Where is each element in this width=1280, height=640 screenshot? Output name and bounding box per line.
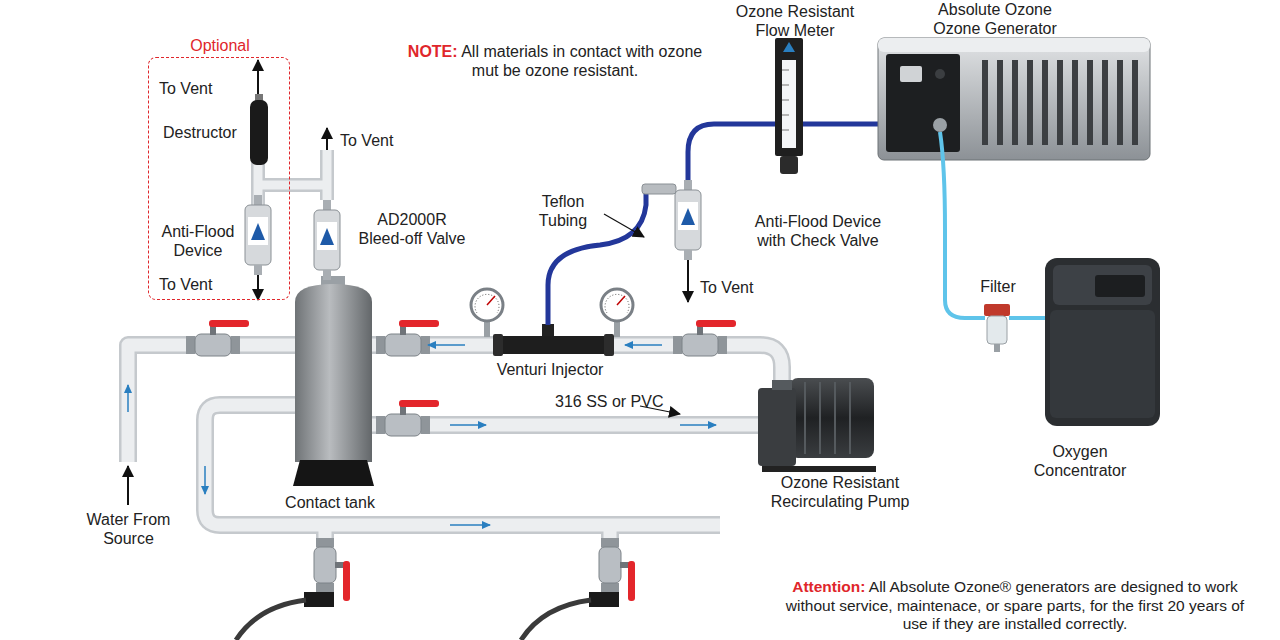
material-label: 316 SS or PVC [555, 392, 675, 411]
oxygen-tubing [940, 132, 1046, 318]
part-label: Destructor [163, 123, 253, 142]
part-label: Absolute Ozone Ozone Generator [920, 0, 1070, 38]
recirculating-pump [758, 378, 876, 472]
part-label: Anti-Flood Device with Check Valve [743, 212, 893, 250]
part-label: Venturi Injector [475, 360, 625, 379]
note-heading: Attention: [792, 578, 865, 595]
vent-arrow [128, 60, 688, 505]
venturi-injector [493, 324, 614, 356]
note-text: NOTE: All materials in contact with ozon… [400, 42, 710, 80]
vent-label: To Vent [159, 79, 239, 98]
part-label: Ozone Resistant Flow Meter [730, 2, 860, 40]
part-label: Anti-Flood Device [153, 222, 243, 260]
pipe-inner [128, 345, 782, 570]
filter [984, 304, 1010, 352]
vent-pipe [258, 150, 327, 205]
drain-hose [236, 592, 619, 640]
ozone-generator [878, 38, 1150, 160]
vent-label: To Vent [700, 278, 780, 297]
destructor [250, 94, 268, 165]
source-label: Water From Source [82, 510, 175, 548]
attention-text: Attention: All Absolute Ozone® generator… [780, 578, 1250, 634]
oxygen-concentrator [1045, 258, 1160, 426]
optional-heading: Optional [149, 36, 291, 55]
part-label: AD2000R Bleed-off Valve [352, 210, 472, 248]
leader-line [604, 214, 680, 414]
part-label: Filter [968, 277, 1028, 296]
note-heading: NOTE: [408, 43, 458, 60]
part-label: Contact tank [270, 493, 390, 512]
flow-meter [775, 38, 803, 174]
part-label: Teflon Tubing [523, 192, 603, 230]
note-body: All materials in contact with ozone mut … [461, 43, 702, 79]
flow-arrow [128, 345, 716, 525]
part-label: Oxygen Concentrator [1025, 442, 1135, 480]
ball-valve [186, 320, 736, 601]
part-label: Ozone Resistant Recirculating Pump [750, 473, 930, 511]
pipe-outer [128, 345, 782, 570]
contact-tank [293, 276, 374, 486]
teflon-tubing [548, 124, 900, 325]
vent-label: To Vent [340, 131, 420, 150]
anti-flood-device [245, 180, 701, 280]
optional-group-box: OptionalTo VentDestructorAnti-Flood Devi… [148, 57, 290, 300]
vent-label: To Vent [159, 275, 239, 294]
